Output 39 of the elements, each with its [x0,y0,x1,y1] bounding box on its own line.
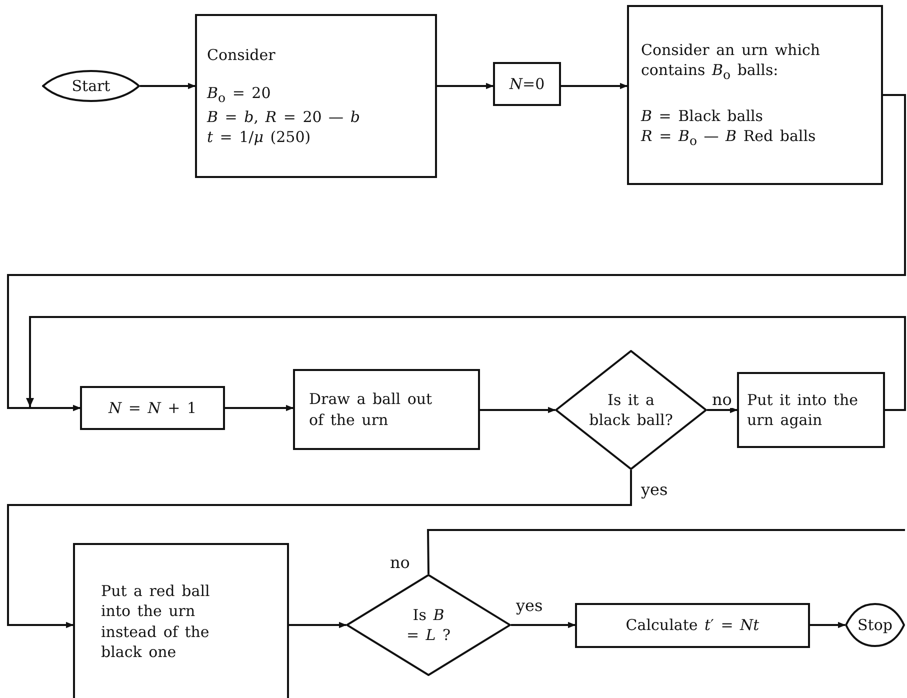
arrow [225,404,294,412]
node-text: t = 1/μ (250) [207,127,311,148]
process-box [493,62,561,106]
node-text: B$_{o}$ = 20 [207,82,271,107]
process-box [293,369,480,450]
node-text: N=0 [509,74,545,94]
arrow [561,82,628,90]
process-box [627,5,883,185]
arrow [289,622,347,628]
process-box [73,543,289,698]
node-text: Draw a ball out of the urn [309,389,434,430]
node-text: B = Black balls [641,106,763,126]
node-text: B = b, R = 20 — b [207,106,360,128]
node-text: Calculate t′ = Nt [626,615,760,636]
arrow [511,622,576,628]
arrow [810,622,846,628]
node-text: Put it into the urn again [747,390,859,430]
arrow [437,82,494,90]
arrow [480,406,556,414]
process-box [575,603,810,648]
arrow [7,94,906,412]
node-text: Is B = L ? [405,604,452,646]
heading-text: Consider an urn which contains B$_{o}$ balls: [641,40,822,84]
node-text: Put a red ball into the urn instead of the black one [101,581,211,662]
node-text: N = N + 1 [108,398,196,418]
process-box [80,386,225,430]
process-box [195,14,437,178]
node-text: R = B$_{o}$ — B Red balls [641,126,816,150]
decision-diamond [555,350,707,470]
node-text: Stop [858,614,892,636]
arrow [707,406,738,414]
arrow [140,82,196,90]
arrow [7,470,632,628]
node-text: Start [72,76,110,96]
arrow [29,316,906,412]
heading-text: Consider [207,44,276,65]
decision-diamond [346,574,511,676]
node-text: Is it a black ball? [588,390,674,430]
process-box [737,372,885,448]
